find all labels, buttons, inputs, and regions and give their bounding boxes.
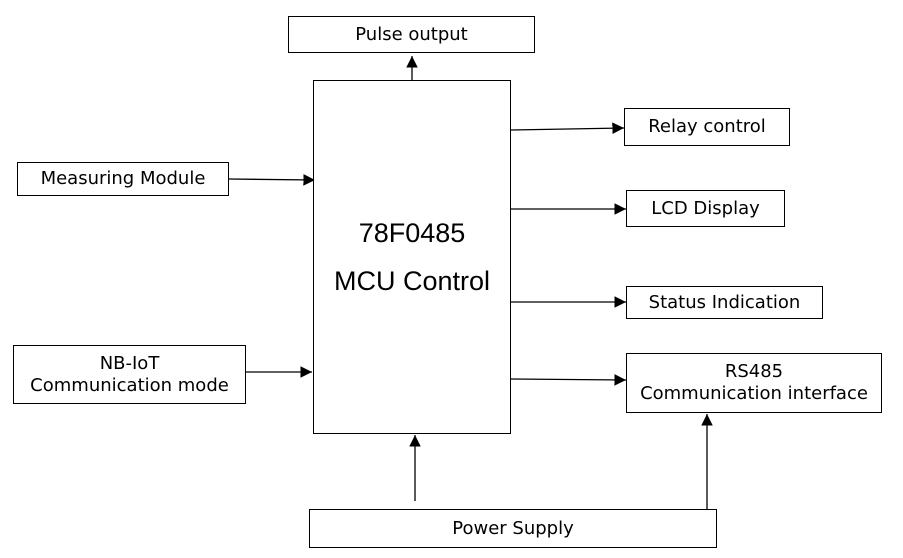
rs485-label: RS485 xyxy=(724,361,784,382)
rs485-interface-label: Communication interface xyxy=(640,383,868,404)
measuring-module-block: Measuring Module xyxy=(17,162,229,196)
rs485-interface-block: RS485 Communication interface xyxy=(626,353,882,413)
pulse-output-label: Pulse output xyxy=(355,23,468,45)
nbiot-mode-label: Communication mode xyxy=(30,374,229,396)
power-supply-label: Power Supply xyxy=(452,517,574,539)
lcd-display-block: LCD Display xyxy=(626,190,785,227)
mcu-function-label: MCU Control xyxy=(333,266,491,296)
relay-control-label: Relay control xyxy=(648,116,766,137)
measuring-module-label: Measuring Module xyxy=(40,168,206,189)
arrow-mcu-to-relay xyxy=(510,122,625,135)
arrow-mcu-to-rs485 xyxy=(510,374,627,386)
pulse-output-block: Pulse output xyxy=(288,16,535,53)
nbiot-label: NB-IoT xyxy=(99,352,160,374)
mcu-control-block: 78F0485 MCU Control xyxy=(313,80,511,434)
arrow-measuring-to-mcu xyxy=(228,174,316,186)
status-indication-block: Status Indication xyxy=(626,286,823,319)
nbiot-communication-block: NB-IoT Communication mode xyxy=(13,345,246,404)
relay-control-block: Relay control xyxy=(624,108,790,146)
power-supply-block: Power Supply xyxy=(309,509,717,548)
lcd-display-label: LCD Display xyxy=(651,197,760,219)
mcu-model-label: 78F0485 xyxy=(358,218,466,248)
status-indication-label: Status Indication xyxy=(648,291,801,313)
